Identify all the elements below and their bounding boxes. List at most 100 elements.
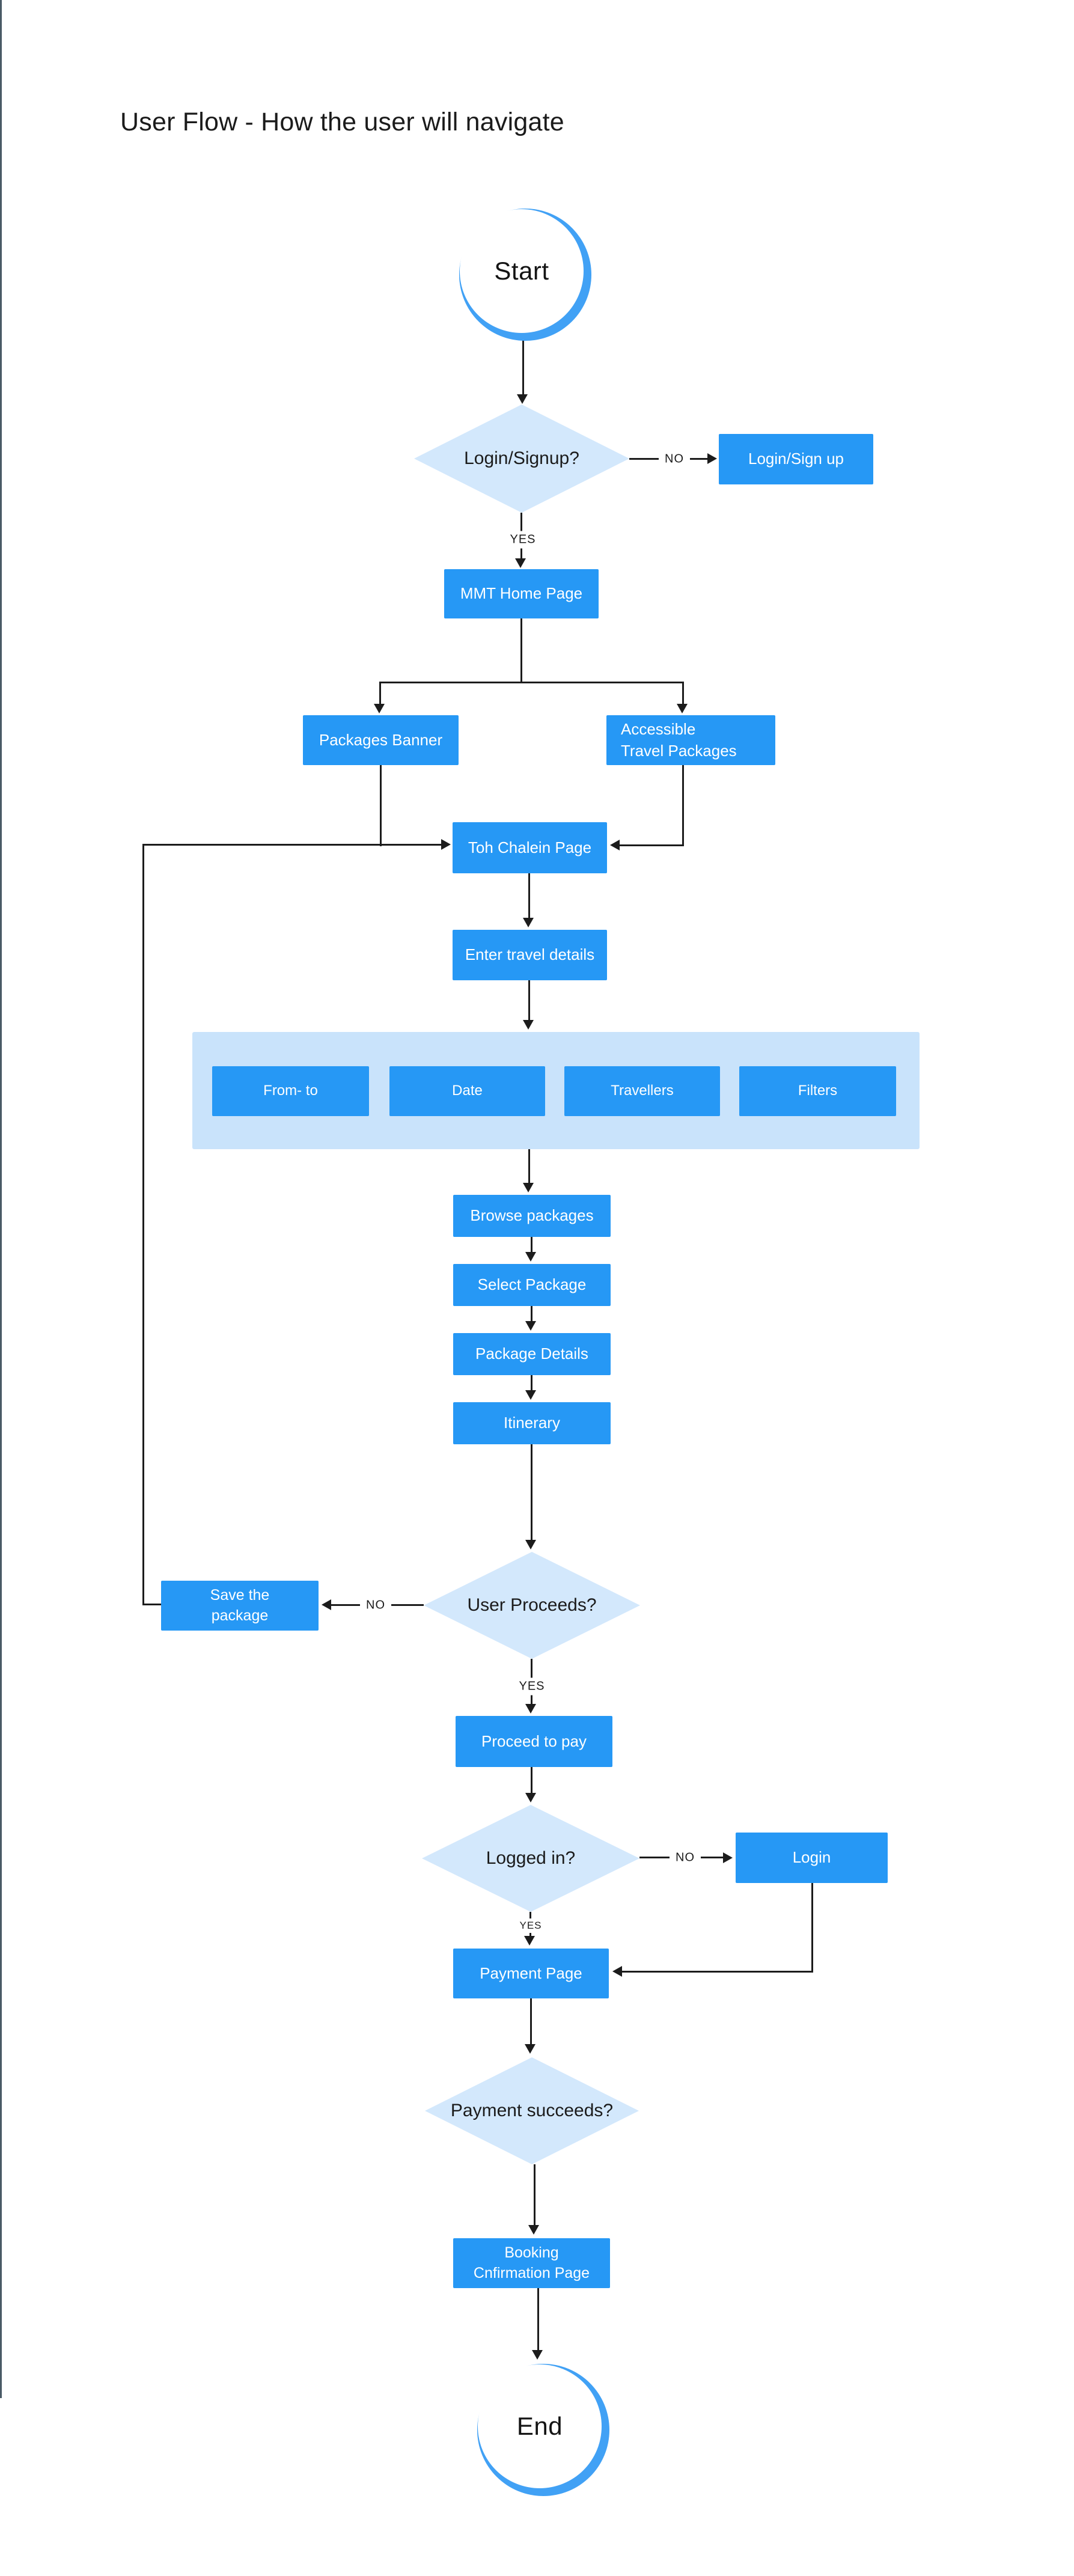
- connector-pay-loggedin: [531, 1767, 532, 1793]
- connector-payment-succeeds: [530, 1998, 532, 2045]
- arrowhead: [517, 394, 528, 404]
- connector-itinerary-proceeds: [531, 1444, 532, 1540]
- booking-confirmation-label: Booking Cnfirmation Page: [473, 2244, 590, 2281]
- save-the-package-label: Save the package: [210, 1586, 270, 1624]
- login-signup-box: Login/Sign up: [719, 434, 873, 484]
- connector-accessible-left: [620, 844, 684, 846]
- arrowhead: [525, 1321, 536, 1331]
- package-details-box: Package Details: [453, 1333, 611, 1375]
- arrowhead: [525, 1252, 536, 1262]
- save-the-package-box: Save the package: [161, 1581, 319, 1631]
- login-signup-decision: Login/Signup?: [414, 404, 629, 513]
- login-box: Login: [736, 1833, 888, 1883]
- connector-details-itinerary: [531, 1375, 532, 1391]
- browse-packages-label: Browse packages: [470, 1206, 594, 1225]
- itinerary-box: Itinerary: [453, 1402, 611, 1444]
- mmt-home-page-box: MMT Home Page: [444, 569, 599, 618]
- arrowhead: [525, 1540, 536, 1549]
- page-edge-rule: [0, 0, 2, 2398]
- arrowhead: [525, 2044, 535, 2054]
- filters-label: Filters: [798, 1082, 838, 1099]
- connector-accessible-down: [682, 765, 684, 846]
- arrowhead: [525, 1390, 536, 1400]
- arrowhead: [322, 1599, 331, 1610]
- login-box-label: Login: [792, 1848, 831, 1867]
- browse-packages-box: Browse packages: [453, 1195, 611, 1237]
- arrowhead: [612, 1966, 622, 1977]
- login-signup-box-label: Login/Sign up: [748, 450, 844, 468]
- logged-in-decision: Logged in?: [422, 1805, 639, 1912]
- user-proceeds-decision-label: User Proceeds?: [467, 1595, 597, 1615]
- arrowhead: [523, 1020, 534, 1030]
- end-terminal: End: [476, 2363, 612, 2498]
- enter-travel-details-label: Enter travel details: [465, 945, 595, 964]
- booking-confirmation-box: Booking Cnfirmation Page: [453, 2238, 610, 2288]
- from-to-box: From- to: [212, 1066, 369, 1116]
- itinerary-label: Itinerary: [504, 1414, 560, 1432]
- connector-succeeds-booking: [534, 2164, 535, 2226]
- start-label: Start: [494, 257, 549, 285]
- packages-banner-box: Packages Banner: [303, 715, 459, 765]
- connector-toh-to-details: [528, 873, 530, 918]
- accessible-travel-packages-box: Accessible Travel Packages: [606, 715, 775, 765]
- diagram-title: User Flow - How the user will navigate: [120, 107, 564, 136]
- edge-label-loggedin-no: NO: [670, 1849, 701, 1867]
- start-circle-graphic: [459, 209, 591, 341]
- travellers-box: Travellers: [564, 1066, 720, 1116]
- connector-details-to-panel: [528, 980, 530, 1020]
- user-proceeds-decision: User Proceeds?: [424, 1552, 640, 1659]
- travellers-label: Travellers: [611, 1082, 674, 1099]
- connector-select-details: [531, 1306, 532, 1322]
- arrowhead: [441, 839, 451, 850]
- start-terminal: Start: [458, 207, 594, 343]
- connector-booking-end: [537, 2288, 539, 2351]
- payment-page-label: Payment Page: [480, 1964, 582, 1982]
- arrowhead: [523, 1183, 534, 1192]
- proceed-to-pay-box: Proceed to pay: [456, 1716, 612, 1767]
- arrowhead: [707, 453, 717, 464]
- login-signup-decision-label: Login/Signup?: [464, 448, 579, 468]
- connector-split-right: [682, 682, 684, 704]
- filters-box: Filters: [739, 1066, 896, 1116]
- date-label: Date: [452, 1082, 483, 1099]
- connector-split-horizontal: [379, 682, 684, 683]
- connector-into-toh-chalein: [142, 844, 441, 846]
- arrowhead: [723, 1852, 733, 1863]
- toh-chalein-page-label: Toh Chalein Page: [468, 838, 592, 856]
- arrowhead: [524, 1936, 535, 1946]
- connector-panel-to-browse: [528, 1149, 530, 1183]
- select-package-box: Select Package: [453, 1264, 611, 1306]
- edge-label-proceeds-no: NO: [360, 1596, 391, 1614]
- end-circle-graphic: [477, 2364, 609, 2496]
- connector-save-feedback-vertical: [142, 844, 144, 1605]
- logged-in-decision-label: Logged in?: [486, 1848, 576, 1868]
- date-box: Date: [389, 1066, 545, 1116]
- end-label: End: [516, 2412, 563, 2440]
- select-package-label: Select Package: [477, 1275, 587, 1294]
- connector-browse-select: [531, 1237, 532, 1253]
- enter-travel-details-box: Enter travel details: [453, 930, 607, 980]
- connector-login-down: [811, 1883, 813, 1972]
- edge-label-proceeds-yes: YES: [513, 1677, 551, 1695]
- toh-chalein-page-box: Toh Chalein Page: [453, 822, 607, 873]
- from-to-label: From- to: [263, 1082, 318, 1099]
- arrowhead: [610, 840, 620, 850]
- arrowhead: [525, 1793, 536, 1802]
- edge-label-login-no: NO: [659, 450, 690, 468]
- edge-label-loggedin-yes: YES: [514, 1918, 547, 1933]
- proceed-to-pay-label: Proceed to pay: [481, 1732, 587, 1750]
- edge-label-login-yes: YES: [504, 531, 542, 549]
- payment-succeeds-decision-label: Payment succeeds?: [450, 2101, 614, 2120]
- connector-split-left: [379, 682, 381, 704]
- arrowhead: [528, 2225, 539, 2235]
- packages-banner-label: Packages Banner: [319, 730, 443, 749]
- arrowhead: [525, 1704, 536, 1714]
- arrowhead: [374, 704, 385, 713]
- connector-login-left: [622, 1971, 813, 1973]
- arrowhead: [677, 704, 688, 713]
- arrowhead: [523, 918, 534, 927]
- connector-save-feedback-stub: [142, 1604, 161, 1605]
- connector-banner-down: [380, 765, 382, 846]
- payment-succeeds-decision: Payment succeeds?: [425, 2057, 639, 2164]
